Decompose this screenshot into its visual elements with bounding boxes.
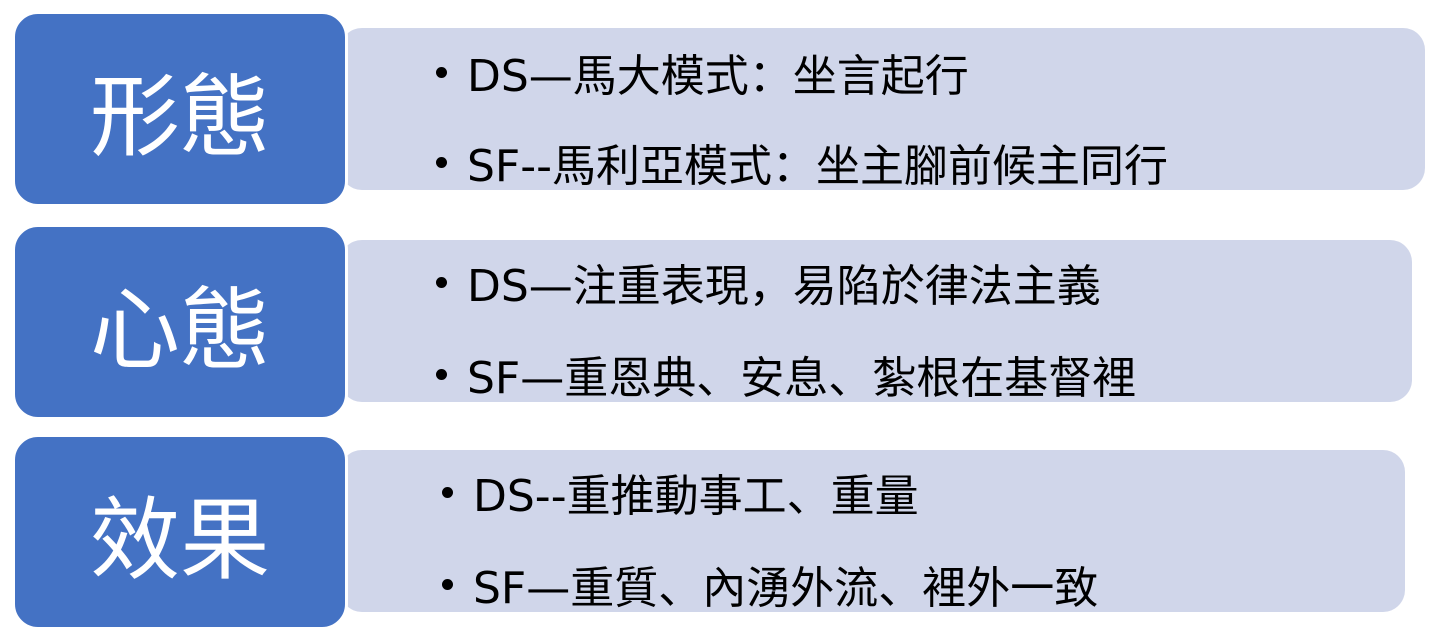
bullet-text: SF—重恩典、安息、紮根在基督裡: [467, 353, 1137, 404]
bullet-text: SF—重質、內湧外流、裡外一致: [473, 563, 1099, 614]
content-panel: [340, 450, 1405, 612]
bullet-icon: [436, 66, 447, 78]
bullet-icon: [436, 156, 447, 168]
category-heading: 效果: [12, 434, 348, 630]
bullet-item: SF—重質、內湧外流、裡外一致: [442, 552, 1098, 616]
category-heading: 心態: [12, 224, 348, 420]
bullet-icon: [442, 578, 453, 590]
bullet-item: DS—馬大模式：坐言起行: [436, 40, 969, 104]
category-heading: 形態: [12, 11, 348, 207]
bullet-item: DS--重推動事工、重量: [442, 460, 919, 524]
bullet-text: SF--馬利亞模式：坐主腳前候主同行: [467, 141, 1168, 192]
bullet-item: DS—注重表現，易陷於律法主義: [436, 250, 1101, 314]
bullet-icon: [436, 276, 447, 288]
content-panel: [340, 240, 1412, 402]
bullet-icon: [436, 368, 447, 380]
bullet-item: SF--馬利亞模式：坐主腳前候主同行: [436, 130, 1168, 194]
bullet-text: DS--重推動事工、重量: [473, 471, 919, 522]
bullet-item: SF—重恩典、安息、紮根在基督裡: [436, 342, 1136, 406]
bullet-icon: [442, 486, 453, 498]
bullet-text: DS—馬大模式：坐言起行: [467, 51, 969, 102]
bullet-text: DS—注重表現，易陷於律法主義: [467, 261, 1101, 312]
content-panel: [340, 28, 1425, 190]
